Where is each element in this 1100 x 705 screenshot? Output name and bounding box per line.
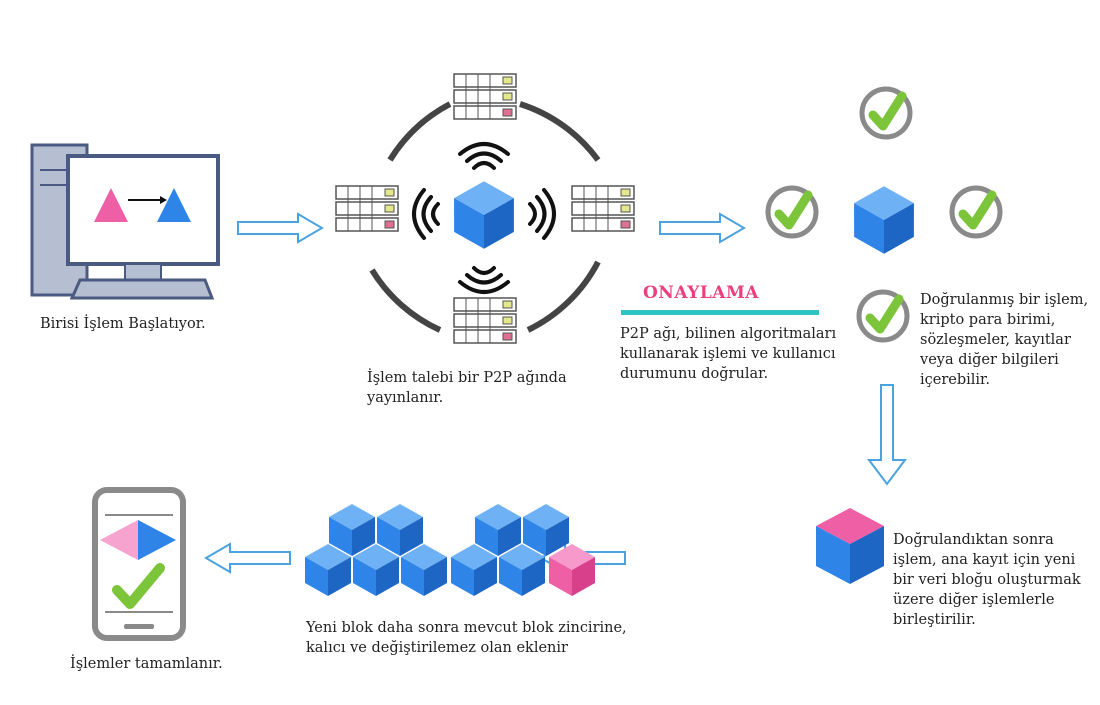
- block-cube-icon: [854, 186, 914, 254]
- block-cube-icon: [454, 181, 514, 249]
- checkmark-icon: [862, 89, 910, 137]
- server-icon: [335, 185, 399, 232]
- step1-label: Birisi İşlem Başlatıyor.: [40, 316, 206, 332]
- new-block-cube: [816, 508, 884, 584]
- p2p-network: [335, 73, 635, 344]
- step5-label: Doğrulandıktan sonra işlem, ana kayıt iç…: [893, 532, 1081, 628]
- onaylama-underline: [621, 310, 819, 315]
- checkmark-icon: [768, 188, 816, 236]
- blockchain-cubes: [305, 504, 595, 596]
- step7-label: İşlemler tamamlanır.: [70, 656, 223, 672]
- flow-arrow-icon: [237, 213, 323, 243]
- server-icon: [571, 185, 635, 232]
- checkmark-icon: [859, 292, 907, 340]
- flow-arrow-icon: [204, 542, 291, 574]
- wifi-signal-icon: [412, 142, 556, 294]
- flow-arrow-icon: [867, 384, 907, 486]
- step2-label: İşlem talebi bir P2P ağında yayınlanır.: [367, 370, 567, 406]
- step3-label: P2P ağı, bilinen algoritmaları kullanara…: [620, 326, 837, 382]
- checkmark-icon: [952, 188, 1000, 236]
- onaylama-title: ONAYLAMA: [643, 283, 759, 303]
- computer-icon: [30, 143, 220, 300]
- flow-arrow-icon: [659, 213, 745, 243]
- server-icon: [453, 297, 517, 344]
- server-icon: [453, 73, 517, 120]
- step6-label: Yeni blok daha sonra mevcut blok zinciri…: [306, 620, 627, 656]
- step4-label: Doğrulanmış bir işlem, kripto para birim…: [920, 292, 1089, 388]
- smartphone-icon: [92, 487, 186, 641]
